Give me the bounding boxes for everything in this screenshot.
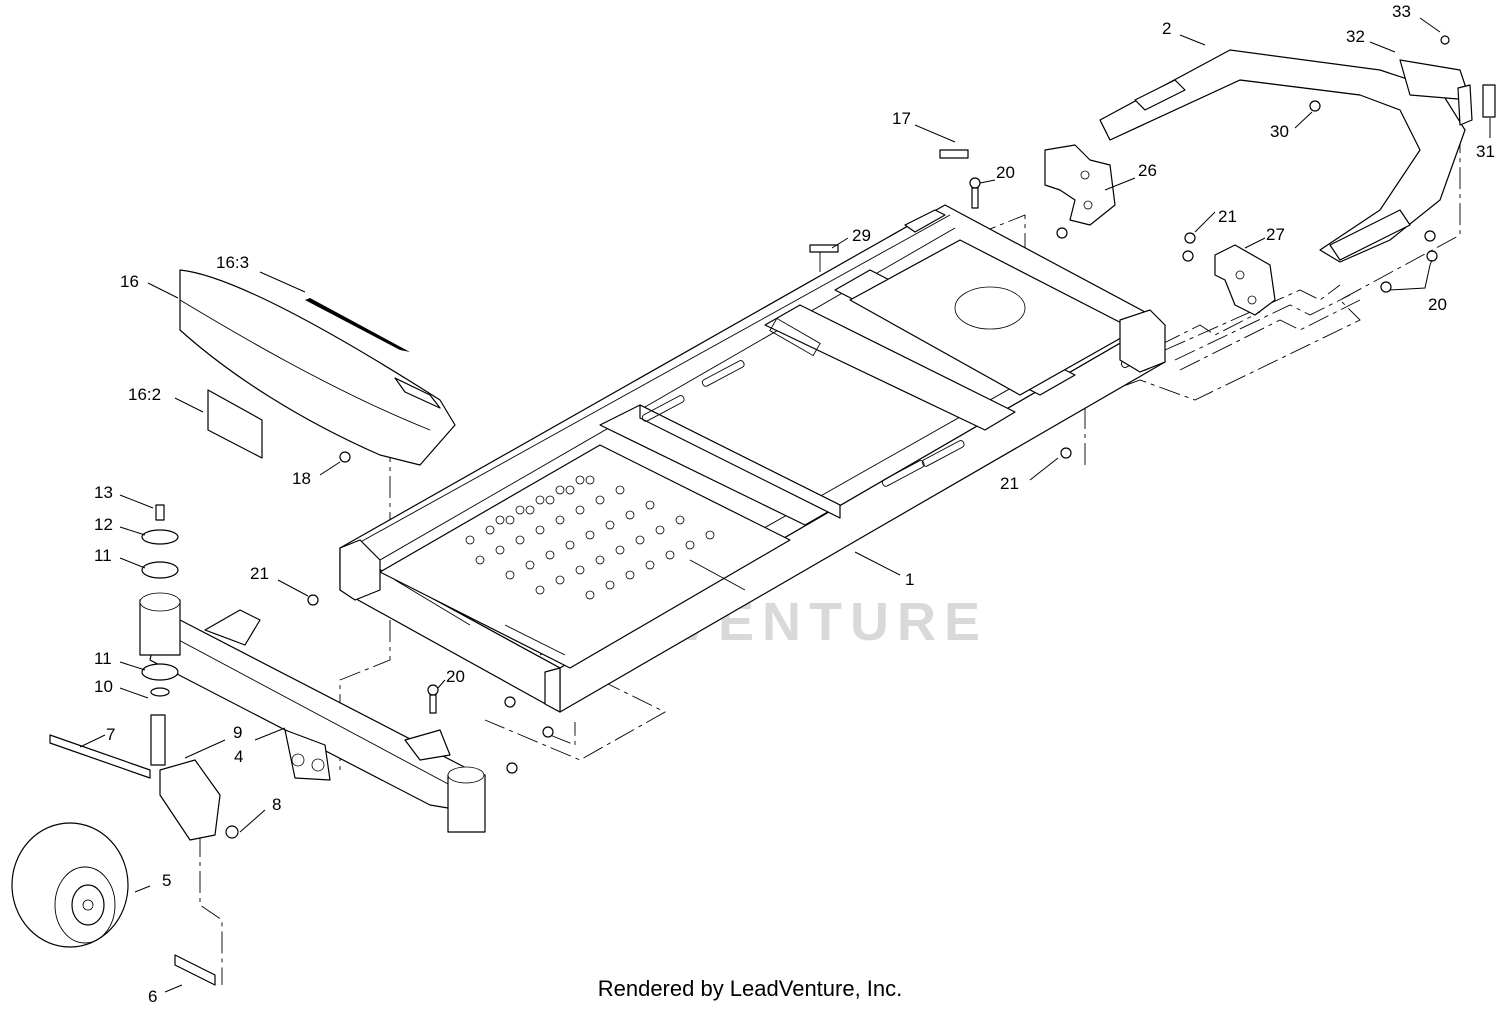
callout-13: 13 <box>94 483 113 502</box>
callout-1: 1 <box>905 570 914 589</box>
callout-11-lower: 11 <box>94 649 112 668</box>
callout-27: 27 <box>1266 225 1285 244</box>
leader-lines <box>79 17 1491 993</box>
callout-21-rear: 21 <box>1218 207 1237 226</box>
callout-21-front: 21 <box>250 564 269 583</box>
hardware <box>307 35 1496 774</box>
callout-5: 5 <box>162 871 171 890</box>
callout-8: 8 <box>272 795 281 814</box>
callout-18: 18 <box>292 469 311 488</box>
callout-26: 26 <box>1138 161 1157 180</box>
callout-20-top: 20 <box>996 163 1015 182</box>
callout-12: 12 <box>94 515 113 534</box>
front-axle-assembly <box>49 504 486 841</box>
callout-2: 2 <box>1162 19 1171 38</box>
callout-31: 31 <box>1476 142 1495 161</box>
callout-17: 17 <box>892 109 911 128</box>
callout-20-front: 20 <box>446 667 465 686</box>
footer-credit: Rendered by LeadVenture, Inc. <box>597 976 903 1001</box>
callout-labels: 1 2 4 5 6 7 8 9 10 11 11 12 13 16 16:2 1… <box>94 2 1495 1006</box>
bracket-27 <box>1214 244 1276 316</box>
bracket-26 <box>1044 144 1116 226</box>
callout-32: 32 <box>1346 27 1365 46</box>
callout-7: 7 <box>106 725 115 744</box>
callout-21-side: 21 <box>1000 474 1019 493</box>
callout-16-3: 16:3 <box>216 253 249 272</box>
main-frame <box>339 204 1166 713</box>
callout-20-rear: 20 <box>1428 295 1447 314</box>
callout-6: 6 <box>148 987 157 1006</box>
callout-16-2: 16:2 <box>128 385 161 404</box>
callout-33: 33 <box>1392 2 1411 21</box>
callout-9: 9 <box>233 723 242 742</box>
callout-11-upper: 11 <box>94 546 112 565</box>
callout-4: 4 <box>234 747 243 766</box>
callout-29: 29 <box>852 226 871 245</box>
caster-wheel <box>11 822 216 986</box>
callout-30: 30 <box>1270 122 1289 141</box>
callout-16: 16 <box>120 272 139 291</box>
deck-perforations <box>465 475 715 600</box>
front-cover <box>179 269 456 466</box>
callout-10: 10 <box>94 677 113 696</box>
rear-frame-hoop <box>1099 49 1473 263</box>
